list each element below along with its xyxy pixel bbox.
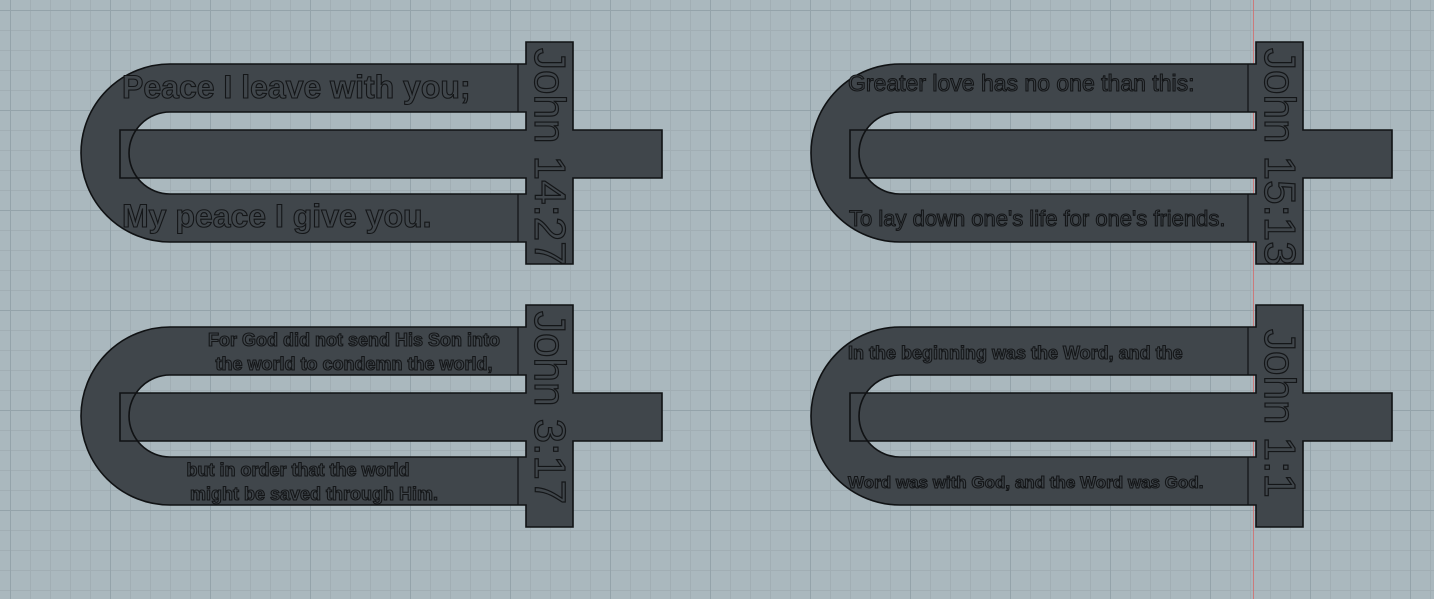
verse-top-line: the world to condemn the world, xyxy=(216,354,493,374)
verse-top-line: For God did not send His Son into xyxy=(208,330,500,350)
y-axis-line xyxy=(1253,0,1254,599)
bookmark-john-3-17[interactable]: For God did not send His Son into the wo… xyxy=(30,303,670,533)
verse-bottom-line: might be saved through Him. xyxy=(190,484,438,504)
bookmark-outline xyxy=(810,304,1393,528)
bookmark-outline xyxy=(80,304,663,528)
bookmark-outline xyxy=(810,41,1393,265)
verse-reference: John 1:1 xyxy=(1255,329,1304,498)
bookmark-john-15-13[interactable]: Greater love has no one than this: To la… xyxy=(760,40,1400,270)
verse-bottom-line: but in order that the world xyxy=(187,460,410,480)
verse-bottom-line: Word was with God, and the Word was God. xyxy=(848,473,1203,492)
verse-reference: John 15:13 xyxy=(1255,48,1304,266)
bookmark-outline xyxy=(80,41,663,265)
verse-reference: John 3:17 xyxy=(525,311,574,504)
verse-reference: John 14:27 xyxy=(525,48,574,266)
verse-top-line: Greater love has no one than this: xyxy=(848,70,1195,96)
bookmark-john-1-1[interactable]: In the beginning was the Word, and the W… xyxy=(760,303,1400,533)
verse-bottom-line: To lay down one's life for one's friends… xyxy=(849,206,1226,231)
verse-bottom-line: My peace I give you. xyxy=(122,198,431,234)
verse-top-line: In the beginning was the Word, and the xyxy=(848,343,1183,363)
verse-top-line: Peace I leave with you; xyxy=(122,69,471,105)
bookmark-john-14-27[interactable]: Peace I leave with you; My peace I give … xyxy=(30,40,670,270)
